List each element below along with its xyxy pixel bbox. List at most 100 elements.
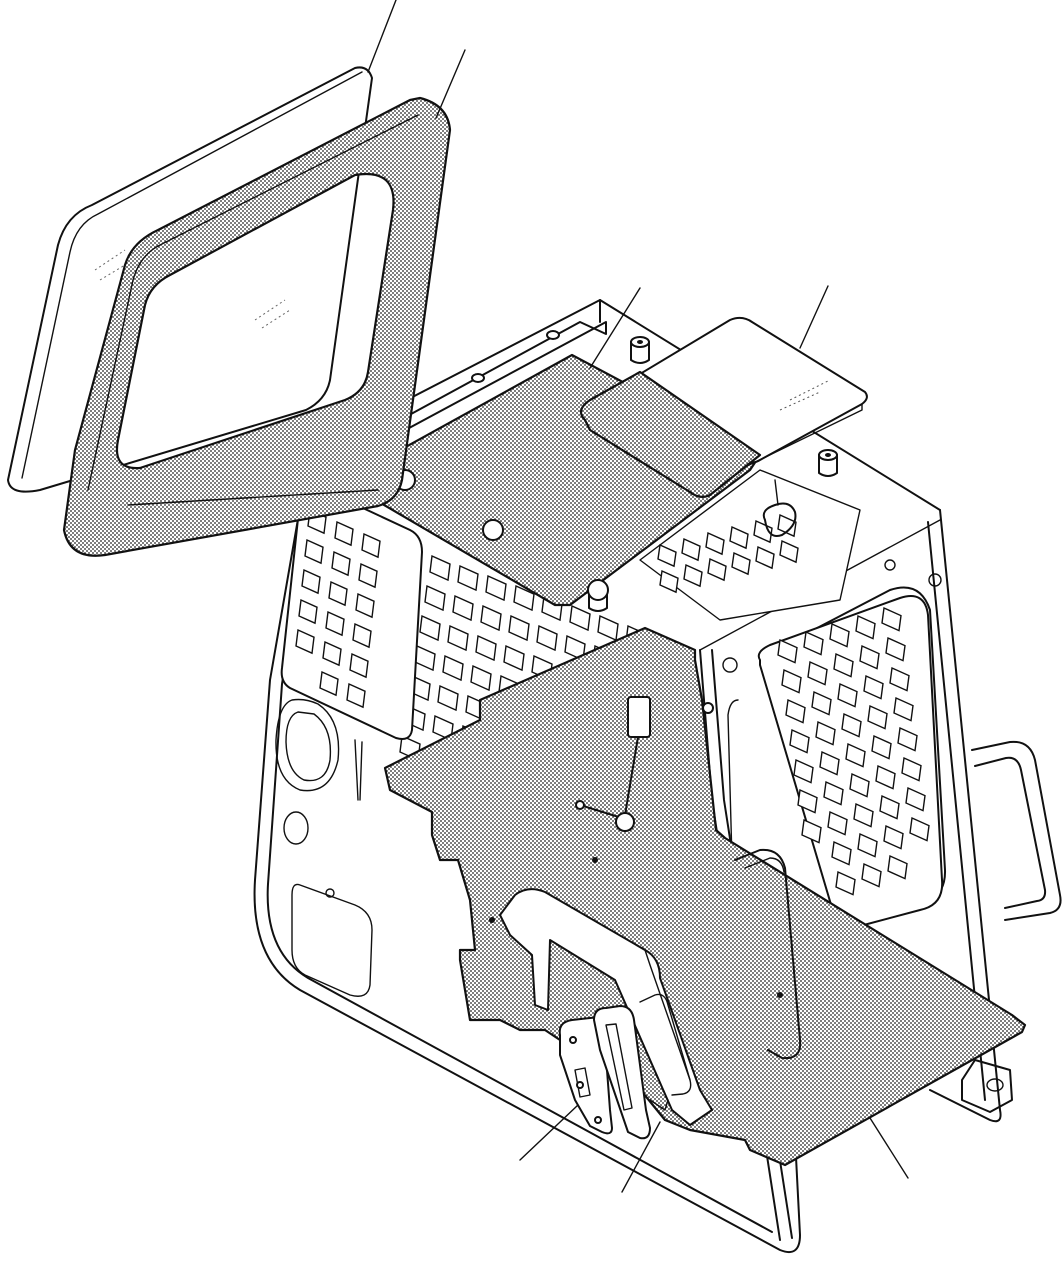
- grille-cell: [777, 638, 798, 664]
- grille-cell: [419, 614, 441, 642]
- grille-cell: [328, 580, 348, 607]
- grille-cell: [536, 624, 558, 652]
- grille-cell: [301, 568, 321, 595]
- grille-cell: [322, 640, 342, 667]
- grille-cell: [331, 550, 351, 577]
- grille-cell: [797, 788, 818, 814]
- window-seal: [62, 96, 452, 557]
- grille-cell: [781, 668, 802, 694]
- right-grille: [757, 595, 944, 928]
- grille-cell: [889, 666, 910, 692]
- grille-cell: [875, 764, 896, 790]
- leader-lines: [354, 0, 909, 1193]
- grille-cell: [901, 756, 922, 782]
- grille-cell: [295, 628, 315, 655]
- grille-cell: [361, 532, 381, 559]
- grille-cell: [569, 604, 591, 632]
- grille-cell: [304, 538, 324, 565]
- grille-cell: [334, 520, 354, 547]
- grille-cell: [835, 870, 856, 896]
- grille-cell: [827, 810, 848, 836]
- grille-cell: [879, 794, 900, 820]
- grille-cell: [893, 696, 914, 722]
- grille-cell: [452, 594, 474, 622]
- grille-cell: [909, 816, 930, 842]
- roof-grille: [639, 469, 861, 621]
- grille-cell: [298, 598, 318, 625]
- grille-cell: [470, 664, 492, 692]
- beam-bolt: [546, 330, 560, 340]
- grille-cell: [457, 564, 479, 592]
- grille-cell: [897, 726, 918, 752]
- grille-cell: [414, 644, 436, 672]
- grille-cell: [597, 614, 619, 642]
- grille-cell: [867, 704, 888, 730]
- grille-cell: [508, 614, 530, 642]
- grille-cell: [683, 563, 703, 588]
- grille-cell: [857, 832, 878, 858]
- grille-cell: [837, 682, 858, 708]
- grille-cell: [503, 644, 525, 672]
- grille-cell: [779, 539, 799, 564]
- grille-cell: [731, 551, 751, 576]
- grille-cell: [811, 690, 832, 716]
- grille-cell: [681, 537, 701, 562]
- grille-cell: [801, 818, 822, 844]
- grille-cell: [352, 622, 372, 649]
- grille-cell: [349, 652, 369, 679]
- grille-cell: [657, 543, 677, 568]
- grille-cell: [319, 670, 339, 697]
- grille-cell: [845, 742, 866, 768]
- grille-cell: [855, 614, 876, 640]
- grille-cell: [905, 786, 926, 812]
- grille-cell: [881, 606, 902, 632]
- roof-cover-plate: [579, 316, 868, 537]
- grille-cell: [841, 712, 862, 738]
- grille-cell: [785, 698, 806, 724]
- grille-cell: [358, 562, 378, 589]
- roof-stud: [630, 336, 650, 364]
- grille-cell: [442, 654, 464, 682]
- grille-cell: [475, 634, 497, 662]
- grille-cell: [793, 758, 814, 784]
- grille-cell: [863, 674, 884, 700]
- roof-stud: [818, 449, 838, 477]
- floor-mat: [383, 626, 1027, 1167]
- beam-bolt: [471, 373, 485, 383]
- grille-cell: [883, 824, 904, 850]
- grille-cell: [437, 684, 459, 712]
- grille-cell: [346, 682, 366, 709]
- grille-cell: [729, 525, 749, 550]
- grille-cell: [485, 574, 507, 602]
- grille-cell: [815, 720, 836, 746]
- grille-cell: [480, 604, 502, 632]
- grille-cell: [853, 802, 874, 828]
- grille-cell: [885, 636, 906, 662]
- grille-cell: [849, 772, 870, 798]
- grille-cell: [807, 660, 828, 686]
- grille-cell: [429, 554, 451, 582]
- grille-cell: [705, 531, 725, 556]
- side-grille-mat: [280, 485, 423, 801]
- grille-cell: [789, 728, 810, 754]
- grille-cell: [819, 750, 840, 776]
- bracket-channel: [593, 1005, 669, 1140]
- grille-cell: [887, 854, 908, 880]
- grille-cell: [803, 630, 824, 656]
- grille-cell: [777, 513, 797, 538]
- grille-cell: [871, 734, 892, 760]
- grille-cell: [833, 652, 854, 678]
- grille-cell: [513, 584, 535, 612]
- grille-cell: [424, 584, 446, 612]
- grille-cell: [829, 622, 850, 648]
- grille-cell: [861, 862, 882, 888]
- grille-cell: [659, 569, 679, 594]
- grille-cell: [831, 840, 852, 866]
- grille-cell: [707, 557, 727, 582]
- grille-cell: [355, 592, 375, 619]
- grille-cell: [447, 624, 469, 652]
- grille-cell: [755, 545, 775, 570]
- grille-cell: [823, 780, 844, 806]
